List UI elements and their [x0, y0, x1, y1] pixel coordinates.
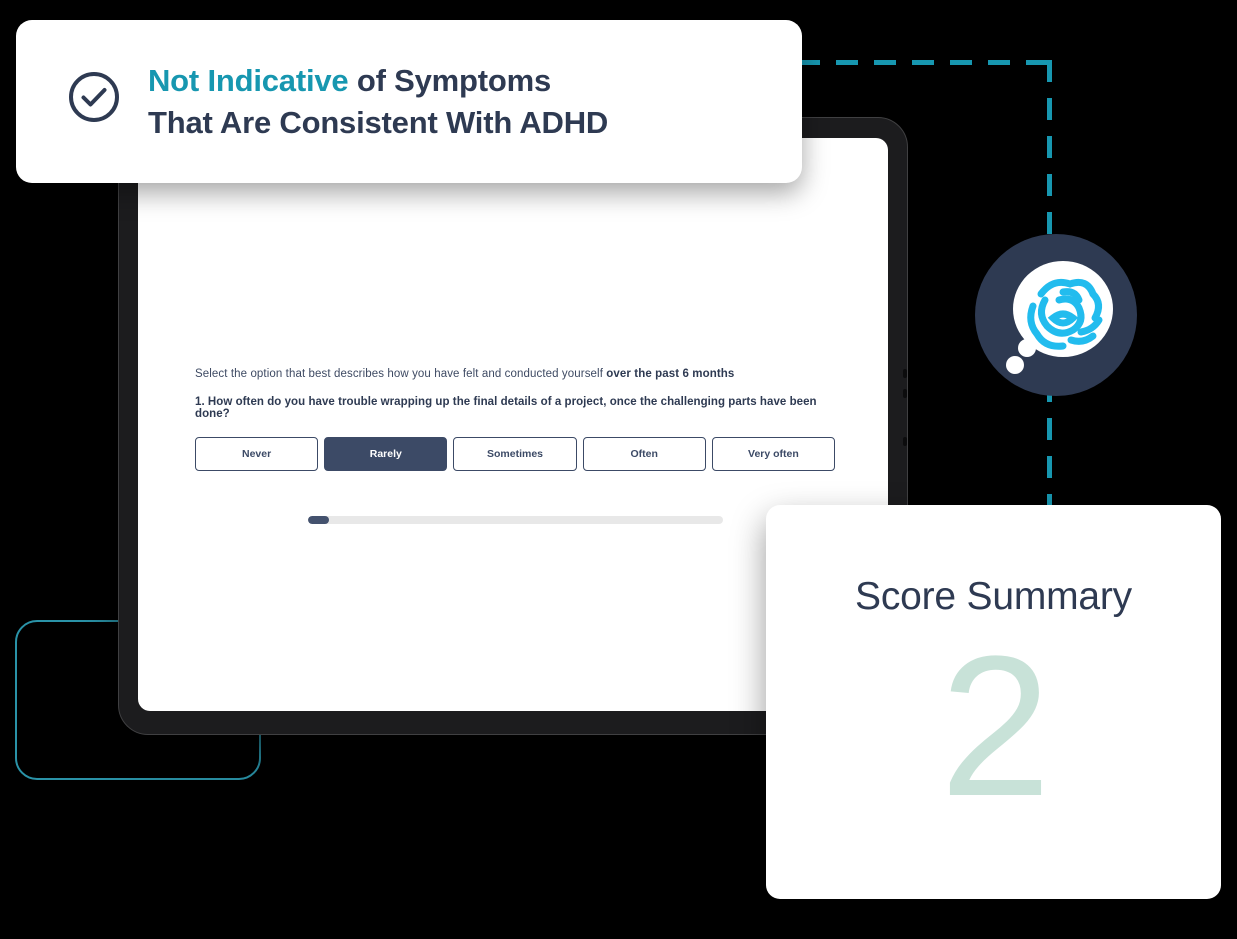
survey-instruction: Select the option that best describes ho… — [195, 368, 835, 380]
tablet-side-button-3 — [903, 437, 907, 446]
tablet-side-button-1 — [903, 369, 907, 378]
option-sometimes[interactable]: Sometimes — [453, 437, 577, 471]
headline-rest-line1: of Symptoms — [348, 63, 552, 99]
check-circle-icon — [66, 69, 122, 130]
option-never[interactable]: Never — [195, 437, 319, 471]
option-very-often[interactable]: Very often — [711, 437, 836, 471]
score-summary-card: Score Summary 2 — [766, 505, 1221, 899]
tablet-side-button-2 — [903, 389, 907, 398]
survey-instruction-prefix: Select the option that best describes ho… — [195, 368, 607, 380]
dashed-connector-horizontal — [798, 60, 1052, 65]
thought-bubble-brain-icon — [975, 234, 1137, 396]
survey-form: Select the option that best describes ho… — [195, 368, 836, 471]
headline-line2: That Are Consistent With ADHD — [148, 104, 609, 140]
survey-progress-bar — [308, 516, 723, 524]
dashed-connector-vertical-top — [1047, 60, 1052, 256]
headline-text: Not Indicative of Symptoms That Are Cons… — [148, 60, 608, 142]
option-rarely[interactable]: Rarely — [324, 437, 448, 471]
headline-card: Not Indicative of Symptoms That Are Cons… — [16, 20, 802, 183]
score-summary-value: 2 — [939, 615, 1051, 838]
survey-options: Never Rarely Sometimes Often Very often — [195, 437, 836, 471]
survey-progress-fill — [308, 516, 329, 524]
survey-question: 1. How often do you have trouble wrappin… — [195, 396, 817, 420]
tablet-screen: Select the option that best describes ho… — [138, 138, 888, 711]
option-often[interactable]: Often — [582, 437, 706, 471]
score-summary-title: Score Summary — [855, 575, 1132, 618]
headline-accent: Not Indicative — [148, 63, 349, 99]
dashed-connector-vertical-bottom — [1047, 380, 1052, 510]
survey-instruction-emphasis: over the past 6 months — [606, 368, 735, 380]
